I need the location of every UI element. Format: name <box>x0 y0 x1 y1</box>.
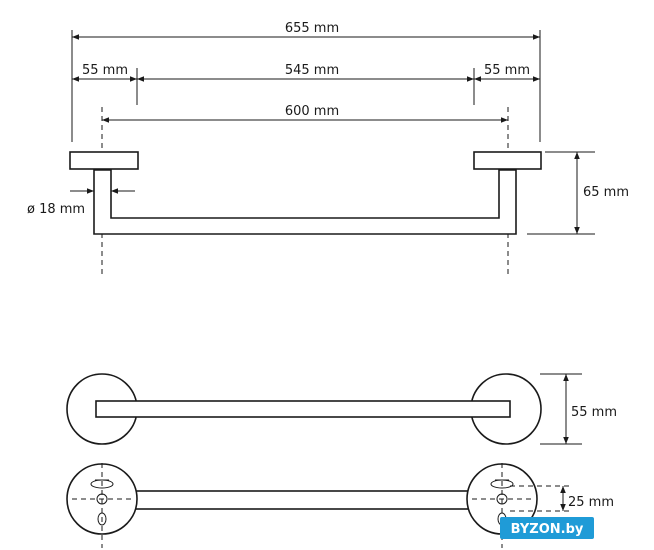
towel-bar-profile <box>93 169 517 235</box>
towel-bar-back <box>127 490 481 510</box>
top-view: 55 mm <box>66 373 617 445</box>
right-rosette-side <box>473 151 542 170</box>
left-offset-label: 55 mm <box>82 63 128 78</box>
watermark-text: BYZON.by <box>511 522 584 537</box>
top-dimensions: 655 mm 55 mm 545 mm 55 mm 600 mm <box>71 21 541 142</box>
right-offset-label: 55 mm <box>484 63 530 78</box>
watermark-badge <box>500 517 594 539</box>
overall-length-label: 655 mm <box>285 21 339 36</box>
back-view: 25 mm <box>66 463 614 548</box>
mount-offset-label: 25 mm <box>568 495 614 510</box>
front-view: ø 18 mm 65 mm <box>27 107 629 276</box>
towel-bar-top <box>95 400 511 418</box>
depth-label: 65 mm <box>583 185 629 200</box>
watermark: BYZON.by <box>500 517 594 539</box>
rosette-diameter-label: 55 mm <box>571 405 617 420</box>
span-between-label: 545 mm <box>285 63 339 78</box>
left-mount-holes-icon <box>72 463 134 548</box>
axis-distance-label: 600 mm <box>285 104 339 119</box>
bar-diameter-label: ø 18 mm <box>27 202 85 217</box>
left-rosette-side <box>69 151 139 170</box>
